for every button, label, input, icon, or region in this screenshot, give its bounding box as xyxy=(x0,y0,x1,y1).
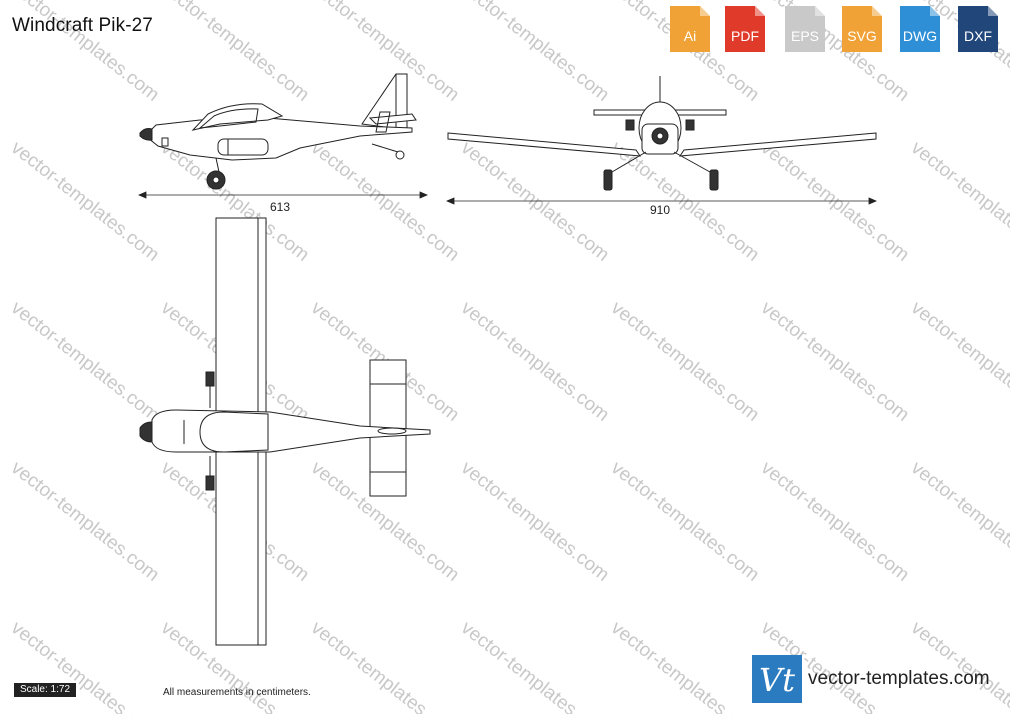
front-gear-right xyxy=(673,151,711,173)
side-spinner xyxy=(139,128,153,141)
format-icons: Ai PDF EPS SVG DWG DXF xyxy=(666,4,1006,54)
watermark-text: vector-templates.com xyxy=(7,137,163,265)
watermark-text: vector-templates.com xyxy=(7,617,163,714)
watermark-text: vector-templates.com xyxy=(757,297,913,425)
side-canopy xyxy=(191,103,284,131)
watermark-text: vector-templates.com xyxy=(757,457,913,585)
watermark-layer: vector-templates.comvector-templates.com… xyxy=(7,0,1010,719)
side-tailplane xyxy=(368,113,417,125)
watermark-text: vector-templates.com xyxy=(607,297,763,425)
ai-file-icon[interactable]: Ai xyxy=(666,4,714,54)
top-canopy xyxy=(199,411,269,453)
side-access-panel xyxy=(161,137,169,147)
length-dimension-label: 613 xyxy=(270,200,291,214)
top-wheel-right xyxy=(205,475,215,491)
front-wheel-right xyxy=(709,169,719,191)
watermark-text: vector-templates.com xyxy=(607,617,763,714)
side-canopy-frame xyxy=(198,108,259,129)
dxf-file-label: DXF xyxy=(964,28,992,44)
watermark-text: vector-templates.com xyxy=(607,137,763,265)
wingspan-dimension-label: 910 xyxy=(650,203,671,217)
front-spinner-hub xyxy=(656,132,664,140)
watermark-text: vector-templates.com xyxy=(907,617,1010,714)
dwg-file-icon[interactable]: DWG xyxy=(896,4,944,54)
watermark-text: vector-templates.com xyxy=(7,457,163,585)
front-mirror-left xyxy=(625,119,635,131)
brand-site-link[interactable]: vector-templates.com xyxy=(808,668,990,689)
watermark-text: vector-templates.com xyxy=(457,0,613,106)
front-wheel-left xyxy=(603,169,613,191)
watermark-text: vector-templates.com xyxy=(157,0,313,106)
span-arrow-left xyxy=(445,197,455,205)
side-gear-leg xyxy=(215,157,220,173)
side-view xyxy=(139,73,417,190)
ai-file-label: Ai xyxy=(683,28,697,44)
top-spinner xyxy=(139,421,153,443)
watermark-text: vector-templates.com xyxy=(907,297,1010,425)
watermark-text: vector-templates.com xyxy=(457,457,613,585)
watermark-text: vector-templates.com xyxy=(307,137,463,265)
front-mirror-right xyxy=(685,119,695,131)
pdf-file-icon[interactable]: PDF xyxy=(721,4,769,54)
scale-badge: Scale: 1:72 xyxy=(14,683,76,697)
length-arrow-left xyxy=(137,191,147,199)
svg-file-label: SVG xyxy=(847,28,877,44)
front-view xyxy=(447,76,877,191)
dimension-lines xyxy=(137,191,878,205)
side-strut xyxy=(375,111,391,133)
pdf-file-label: PDF xyxy=(731,28,759,44)
watermark-text: vector-templates.com xyxy=(907,457,1010,585)
brand-logo-text: Vt xyxy=(759,661,795,699)
side-engine-pod xyxy=(217,138,269,156)
watermark-text: vector-templates.com xyxy=(457,297,613,425)
front-gear-left xyxy=(611,151,647,173)
top-view xyxy=(139,217,431,646)
eps-file-icon[interactable]: EPS xyxy=(781,4,829,54)
side-wheel-hub xyxy=(212,176,220,184)
front-wing-right xyxy=(679,132,877,157)
top-wheel-left xyxy=(205,371,215,387)
watermark-text: vector-templates.com xyxy=(457,617,613,714)
eps-file-label: EPS xyxy=(790,28,819,44)
span-arrow-right xyxy=(868,197,878,205)
brand-logo-icon[interactable]: Vt xyxy=(752,655,802,703)
measurement-note: All measurements in centimeters. xyxy=(163,687,311,698)
svg-file-icon[interactable]: SVG xyxy=(838,4,886,54)
watermark-text: vector-templates.com xyxy=(307,617,463,714)
watermark-text: vector-templates.com xyxy=(457,137,613,265)
dxf-file-icon[interactable]: DXF xyxy=(954,4,1002,54)
watermark-text: vector-templates.com xyxy=(607,457,763,585)
watermark-text: vector-templates.com xyxy=(907,137,1010,265)
dwg-file-label: DWG xyxy=(902,28,938,44)
watermark-text: vector-templates.com xyxy=(757,137,913,265)
side-tail-wheel xyxy=(395,150,405,160)
top-tailwheel xyxy=(377,427,407,435)
length-arrow-right xyxy=(419,191,429,199)
page-title: Windcraft Pik-27 xyxy=(12,15,153,36)
watermark-text: vector-templates.com xyxy=(7,297,163,425)
side-tail-gear xyxy=(371,143,399,153)
